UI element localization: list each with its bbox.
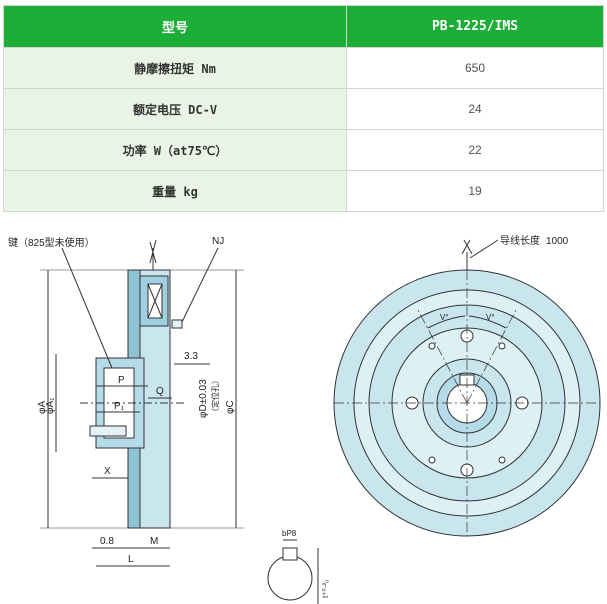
keyway-detail bbox=[267, 539, 319, 604]
keyway bbox=[282, 547, 298, 561]
coil-hatch bbox=[147, 283, 163, 319]
spec-row: 额定电压 DC-V 24 bbox=[3, 88, 604, 130]
spec-row: 重量 kg 19 bbox=[3, 170, 604, 212]
nj-screw bbox=[171, 319, 183, 329]
phi-a1-label: φA₁ bbox=[45, 397, 56, 414]
lead-leader bbox=[469, 239, 499, 259]
phi-a-label: φA bbox=[37, 401, 48, 414]
row-value-torque: 650 bbox=[346, 47, 604, 89]
small-hole bbox=[428, 342, 436, 350]
header-model-label: 型号 bbox=[3, 5, 347, 48]
keyway-depth-label: t⁺⁰·²₀ bbox=[321, 580, 330, 598]
phi-d-label: φD±0.03 bbox=[198, 379, 209, 418]
locating-hole-label: （定位孔） bbox=[210, 376, 220, 416]
row-label-power: 功率 W（at75℃） bbox=[3, 129, 347, 171]
lead-length-label: 导线长度 bbox=[500, 234, 540, 247]
bolt bbox=[89, 425, 127, 437]
dim-l-label: L bbox=[128, 554, 134, 565]
dim-q-label: Q bbox=[156, 386, 164, 397]
angle-arc bbox=[468, 315, 507, 329]
key-note: 键（825型未使用） bbox=[8, 236, 95, 249]
dim-m-label: M bbox=[150, 536, 158, 547]
dim-08-label: 0.8 bbox=[100, 536, 114, 547]
side-view bbox=[40, 239, 244, 567]
spec-header-row: 型号 PB-1225/IMS bbox=[3, 5, 604, 48]
header-model-value: PB-1225/IMS bbox=[346, 5, 604, 48]
dim-x-label: X bbox=[104, 466, 111, 477]
nj-leader bbox=[181, 247, 219, 323]
dim-p1-label: P₁ bbox=[114, 401, 125, 412]
row-value-voltage: 24 bbox=[346, 88, 604, 130]
front-lead-wires bbox=[461, 239, 473, 270]
row-label-weight: 重量 kg bbox=[3, 170, 347, 212]
technical-drawing: 键（825型未使用） NJ 3.3 φD±0.03 （定位孔） P P₁ Q φ… bbox=[8, 234, 601, 604]
row-label-torque: 静摩擦扭矩 Nm bbox=[3, 47, 347, 89]
row-value-power: 22 bbox=[346, 129, 604, 171]
spec-row: 功率 W（at75℃） 22 bbox=[3, 129, 604, 171]
small-hole bbox=[498, 456, 506, 464]
row-label-voltage: 额定电压 DC-V bbox=[3, 88, 347, 130]
key-leader bbox=[61, 247, 113, 369]
front-view bbox=[333, 239, 601, 537]
row-value-weight: 19 bbox=[346, 170, 604, 212]
angle-v-right: V° bbox=[486, 313, 495, 322]
angle-arc bbox=[427, 315, 466, 329]
dim-33-label: 3.3 bbox=[184, 351, 198, 362]
small-hole bbox=[498, 342, 506, 350]
nj-label: NJ bbox=[212, 236, 224, 247]
phi-c-label: φC bbox=[225, 400, 236, 414]
keyway-width-label: bP8 bbox=[282, 529, 297, 538]
shaft-circle bbox=[267, 555, 313, 601]
dim-p-label: P bbox=[118, 375, 125, 386]
angle-v-left: V° bbox=[440, 313, 449, 322]
lead-length-value: 1000 bbox=[546, 236, 569, 247]
small-hole bbox=[428, 456, 436, 464]
spec-row: 静摩擦扭矩 Nm 650 bbox=[3, 47, 604, 89]
spec-table: 型号 PB-1225/IMS 静摩擦扭矩 Nm 650 额定电压 DC-V 24… bbox=[3, 5, 604, 212]
lead-wires bbox=[149, 239, 157, 270]
